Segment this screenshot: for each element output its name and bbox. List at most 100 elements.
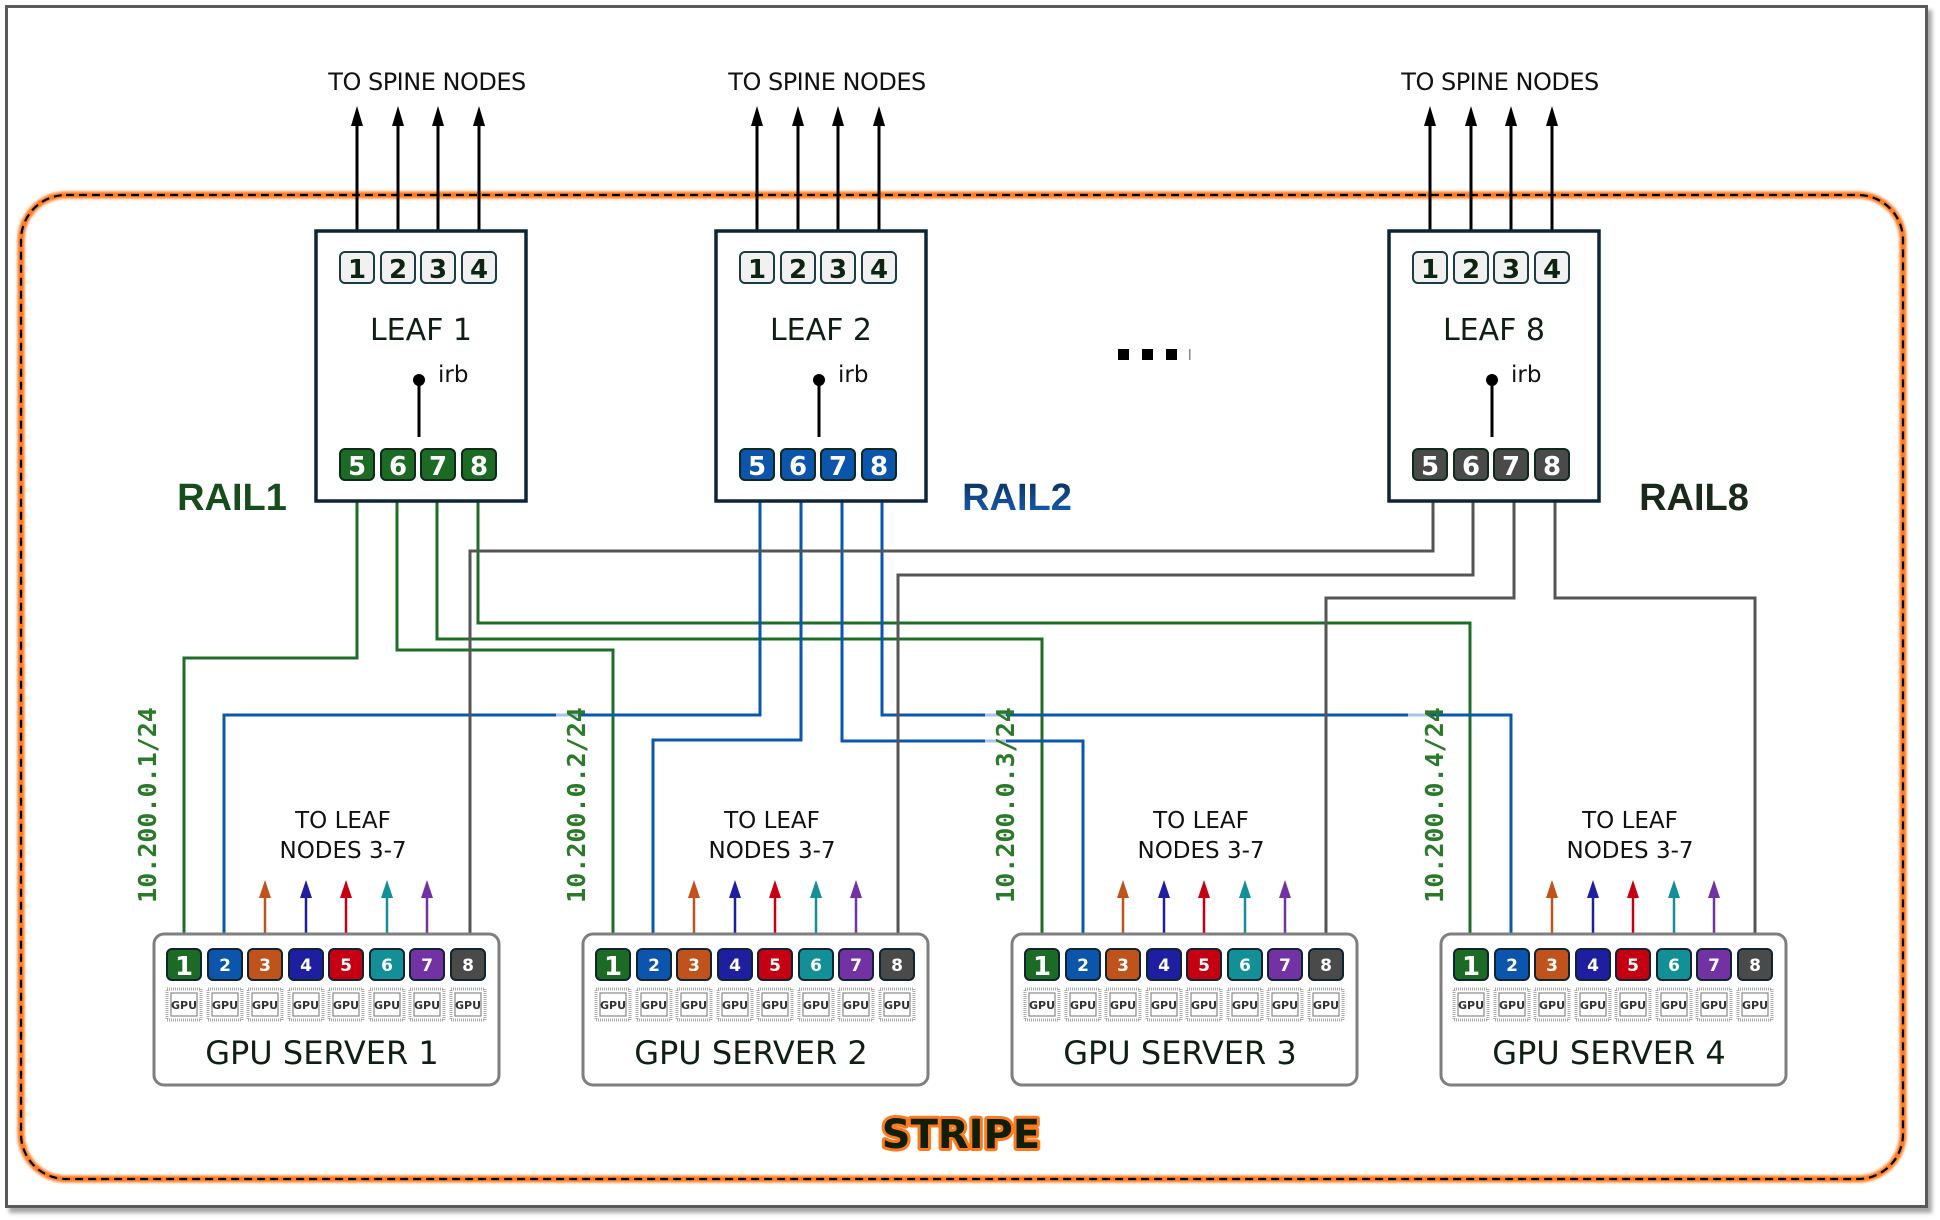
gpu-chip-body bbox=[721, 992, 749, 1017]
gpu-chip-label: GPU bbox=[1029, 999, 1055, 1012]
gpu-chip-body bbox=[1457, 992, 1485, 1017]
gpu-chip-label: GPU bbox=[1151, 999, 1177, 1012]
nic-port-number: 6 bbox=[1668, 956, 1680, 976]
gpu-chip-pins bbox=[287, 987, 325, 1022]
nic-port-number: 6 bbox=[1239, 956, 1251, 976]
gpu-chip-body bbox=[1312, 992, 1340, 1017]
gpu-chip-icon: GPU bbox=[287, 987, 325, 1022]
gpu-chip-icon: GPU bbox=[1533, 987, 1571, 1022]
gpu-chip-body bbox=[1231, 992, 1259, 1017]
nic-port bbox=[798, 948, 834, 981]
arrow-up-icon bbox=[810, 880, 822, 898]
nic-port-number: 1 bbox=[1462, 952, 1480, 982]
uplink-port bbox=[739, 251, 775, 284]
gpu-chip-pins bbox=[1226, 987, 1264, 1022]
gpu-chip-pins bbox=[165, 987, 203, 1022]
gpu-chip-icon: GPU bbox=[594, 987, 632, 1022]
nic-port bbox=[247, 948, 283, 981]
arrow-up-icon bbox=[1239, 880, 1251, 898]
leaf-server-link bbox=[395, 501, 615, 948]
nic-port bbox=[409, 948, 445, 981]
gpu-chip-label: GPU bbox=[1661, 999, 1687, 1012]
gpu-chip-label: GPU bbox=[1539, 999, 1565, 1012]
downlink-port bbox=[1453, 448, 1489, 481]
gpu-chip-body bbox=[373, 992, 401, 1017]
ellipsis-dot bbox=[1166, 349, 1177, 360]
uplink-port-number: 3 bbox=[1502, 255, 1520, 285]
uplink-port-number: 2 bbox=[1462, 255, 1480, 285]
nic-port-number: 5 bbox=[769, 956, 781, 976]
arrow-up-icon bbox=[1424, 106, 1436, 126]
gpu-chip-icon: GPU bbox=[408, 987, 446, 1022]
leaf-server-link bbox=[896, 501, 1475, 948]
gpu-chip-icon: GPU bbox=[1452, 987, 1490, 1022]
gpu-chip-label: GPU bbox=[681, 999, 707, 1012]
uplink-port bbox=[380, 251, 416, 284]
leaf-server-link bbox=[1324, 501, 1516, 948]
gpu-chip-pins bbox=[1104, 987, 1142, 1022]
leaf-server-link bbox=[651, 501, 803, 948]
downlink-port bbox=[339, 448, 375, 481]
nic-port-number: 8 bbox=[891, 956, 903, 976]
nic-port-number: 2 bbox=[219, 956, 231, 976]
gpu-chip-icon: GPU bbox=[878, 987, 916, 1022]
gpu-chip-body bbox=[1741, 992, 1769, 1017]
to-leaf-label: NODES 3-7 bbox=[279, 838, 406, 864]
uplink-port-number: 3 bbox=[829, 255, 847, 285]
gpu-chip-pins bbox=[594, 987, 632, 1022]
gpu-chip-pins bbox=[1145, 987, 1183, 1022]
gpu-chip-body bbox=[454, 992, 482, 1017]
arrow-up-icon bbox=[1279, 880, 1291, 898]
gpu-chip-icon: GPU bbox=[675, 987, 713, 1022]
gpu-chip-body bbox=[1498, 992, 1526, 1017]
gpu-chip-label: GPU bbox=[843, 999, 869, 1012]
gpu-chip-icon: GPU bbox=[1574, 987, 1612, 1022]
gpu-chip-body bbox=[640, 992, 668, 1017]
stripe-label: STRIPE bbox=[882, 1112, 1040, 1158]
arrow-up-icon bbox=[1465, 106, 1477, 126]
arrow-up-icon bbox=[751, 106, 763, 126]
nic-port-number: 8 bbox=[1320, 956, 1332, 976]
rail-label: RAIL8 bbox=[1639, 477, 1749, 519]
nic-port bbox=[838, 948, 874, 981]
nic-port-number: 7 bbox=[1279, 956, 1291, 976]
server-ip-label: 10.200.0.3/24 bbox=[991, 707, 1020, 903]
arrow-up-icon bbox=[432, 106, 444, 126]
gpu-chip-icon: GPU bbox=[1145, 987, 1183, 1022]
gpu-chip-label: GPU bbox=[1742, 999, 1768, 1012]
arrow-up-icon bbox=[1627, 880, 1639, 898]
gpu-chip-pins bbox=[206, 987, 244, 1022]
gpu-chip-icon: GPU bbox=[797, 987, 835, 1022]
gpu-chip-icon: GPU bbox=[449, 987, 487, 1022]
gpu-chip-body bbox=[1190, 992, 1218, 1017]
nic-port bbox=[1575, 948, 1611, 981]
gpu-chip-icon: GPU bbox=[206, 987, 244, 1022]
gpu-chip-pins bbox=[837, 987, 875, 1022]
gpu-chip-pins bbox=[408, 987, 446, 1022]
server-ip-label: 10.200.0.1/24 bbox=[133, 707, 162, 903]
nic-port-number: 5 bbox=[340, 956, 352, 976]
nic-port-number: 3 bbox=[688, 956, 700, 976]
gpu-chip-pins bbox=[635, 987, 673, 1022]
downlink-port-number: 6 bbox=[1462, 452, 1480, 482]
arrow-up-icon bbox=[1505, 106, 1517, 126]
nic-port-number: 4 bbox=[1587, 956, 1599, 976]
gpu-chip-body bbox=[1028, 992, 1056, 1017]
arrow-up-icon bbox=[300, 880, 312, 898]
stripe-border-dash bbox=[19, 193, 1905, 1181]
to-leaf-label: NODES 3-7 bbox=[1137, 838, 1264, 864]
gpu-chip-icon: GPU bbox=[756, 987, 794, 1022]
gpu-chip-pins bbox=[716, 987, 754, 1022]
wires-layer bbox=[182, 501, 1757, 948]
uplink-port-number: 3 bbox=[429, 255, 447, 285]
gpu-chip-body bbox=[1150, 992, 1178, 1017]
gpu-chip-body bbox=[413, 992, 441, 1017]
gpu-chip-label: GPU bbox=[884, 999, 910, 1012]
gpu-chip-label: GPU bbox=[641, 999, 667, 1012]
arrow-up-icon bbox=[850, 880, 862, 898]
arrow-up-icon bbox=[729, 880, 741, 898]
gpu-chip-pins bbox=[1574, 987, 1612, 1022]
arrow-up-icon bbox=[421, 880, 433, 898]
